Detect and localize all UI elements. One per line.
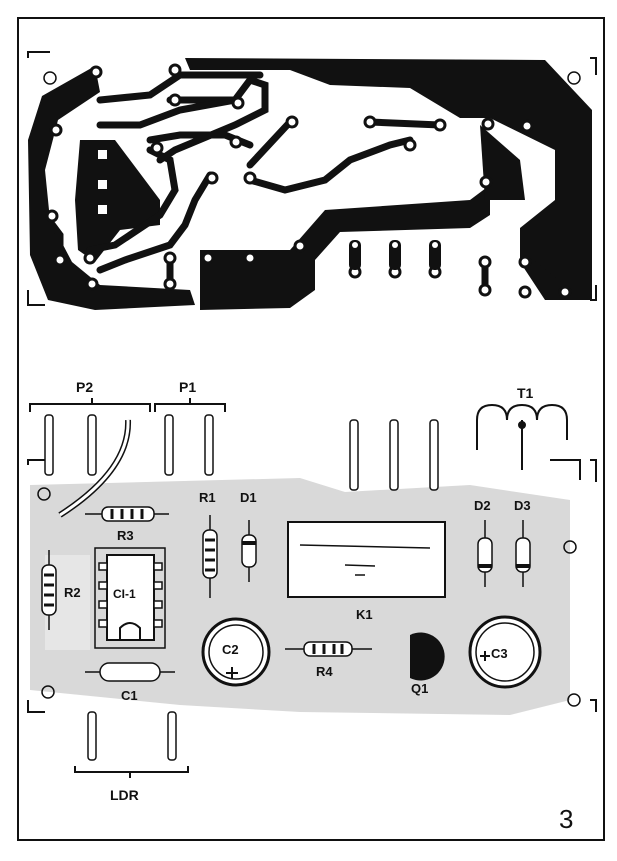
c3-capacitor xyxy=(468,615,542,689)
r2-label: R2 xyxy=(64,585,81,600)
c1-label: C1 xyxy=(121,688,138,703)
t1-label: T1 xyxy=(517,385,534,401)
t1-transformer xyxy=(476,403,581,480)
d3-diode xyxy=(515,520,531,587)
ci1-label: CI-1 xyxy=(113,587,136,601)
r3-label: R3 xyxy=(117,528,134,543)
r4-resistor xyxy=(285,641,372,657)
c3-label: C3 xyxy=(491,646,508,661)
ldr-pins xyxy=(87,711,177,761)
r4-label: R4 xyxy=(316,664,333,679)
k1-relay xyxy=(287,521,446,598)
d1-label: D1 xyxy=(240,490,257,505)
r3-resistor xyxy=(85,506,169,522)
pcb-copper-layout xyxy=(27,51,597,310)
r2-resistor xyxy=(41,550,57,630)
p2-label: P2 xyxy=(76,379,93,395)
d2-label: D2 xyxy=(474,498,491,513)
p1-bracket xyxy=(154,398,226,412)
d2-diode xyxy=(477,520,493,587)
d1-diode xyxy=(241,520,257,582)
ldr-bracket xyxy=(74,766,189,778)
p2-potentiometer xyxy=(44,414,132,518)
q1-label: Q1 xyxy=(411,681,428,696)
r1-resistor xyxy=(202,515,218,598)
p1-potentiometer xyxy=(164,414,214,476)
d3-label: D3 xyxy=(514,498,531,513)
c2-capacitor xyxy=(201,617,271,687)
p1-label: P1 xyxy=(179,379,196,395)
q1-transistor xyxy=(410,632,445,681)
ldr-label: LDR xyxy=(110,787,139,803)
p2-bracket xyxy=(29,398,151,412)
figure-number: 3 xyxy=(559,804,573,834)
component-layout: P2 P1 T1 R1 xyxy=(27,379,597,803)
r1-label: R1 xyxy=(199,490,216,505)
c1-capacitor xyxy=(85,662,175,682)
k1-label: K1 xyxy=(356,607,373,622)
figure-frame xyxy=(17,17,605,841)
ci1-ic xyxy=(94,547,166,649)
k1-pins xyxy=(349,419,439,491)
c2-label: C2 xyxy=(222,642,239,657)
